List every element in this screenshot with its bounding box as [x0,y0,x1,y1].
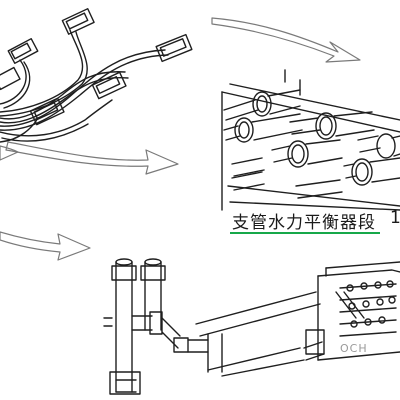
junction-box-2 [61,8,95,35]
cable-bundle [0,29,169,143]
manifold-panel [221,69,400,211]
label-underline [230,232,380,234]
branch-pipe-4 [271,139,343,168]
caption-number: 1 [390,208,400,228]
branch-pipe-1 [223,89,301,121]
riser-pipes [103,258,166,393]
arrow-middle [5,141,179,175]
branch-pipe-2 [223,113,303,143]
junction-box-1 [7,38,39,64]
junction-box-4 [91,71,127,100]
flow-arrows [0,17,361,261]
arrow-top [211,17,361,63]
branch-pipe-6 [357,133,400,159]
branch-pipe-3 [289,111,375,140]
branch-pipe-7 [231,157,343,199]
junction-box-6 [0,66,21,91]
watermark: OCH [340,342,368,355]
branch-balancer-label: 支管水力平衡器段 [232,213,376,233]
arrow-left-upper [0,145,19,161]
junction-box-3 [155,33,193,63]
junction-box-5 [29,97,65,126]
arrow-bottom [0,231,91,261]
manifold-station [317,261,400,361]
branch-pipe-5 [343,157,400,186]
horizontal-pipe-run [109,291,325,395]
